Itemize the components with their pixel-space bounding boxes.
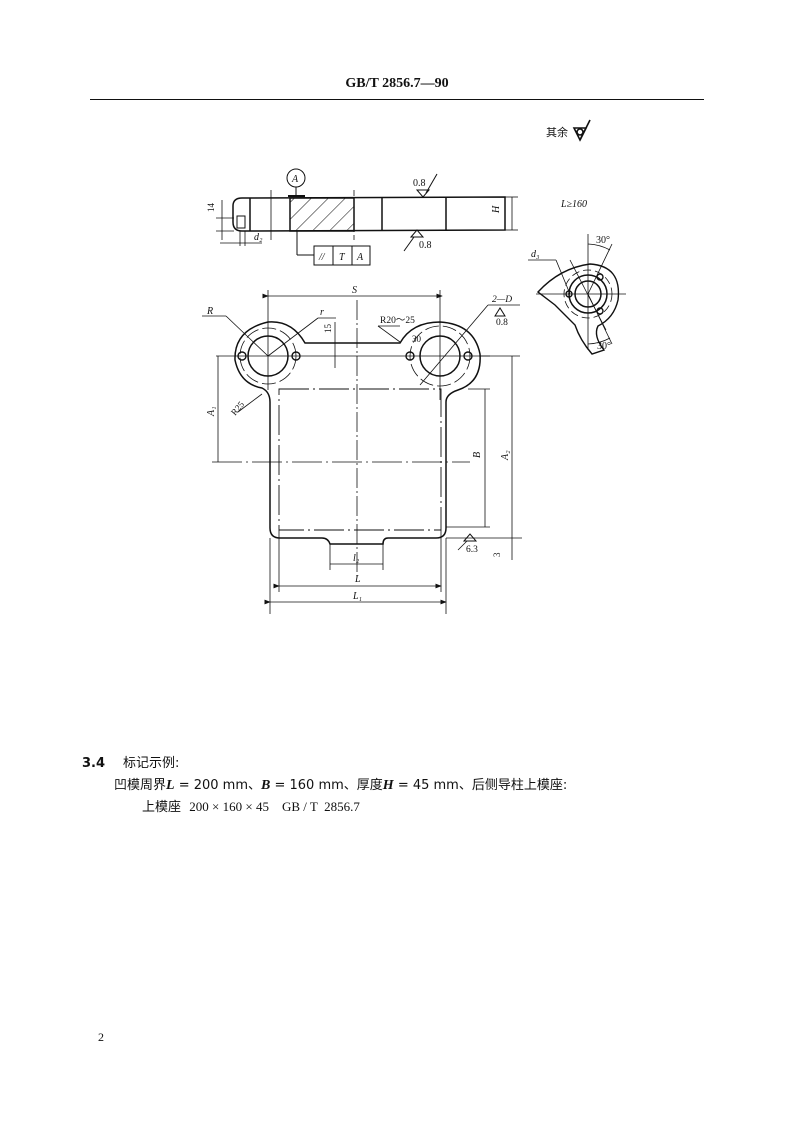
standard-code: GB/T 2856.7—90	[345, 76, 449, 91]
svg-text:30: 30	[412, 334, 422, 344]
svg-text:B: B	[472, 452, 483, 458]
svg-text:R: R	[206, 306, 213, 317]
header-rule	[90, 99, 704, 100]
svg-text:2—D: 2—D	[492, 295, 512, 305]
svg-text:15: 15	[323, 324, 333, 334]
roughness-symbol-icon	[572, 119, 591, 142]
marking-spec: 200 × 160 × 45 GB / T 2856.7	[189, 799, 360, 814]
svg-text:A: A	[291, 174, 299, 185]
page-number: 2	[98, 1030, 104, 1044]
svg-text:r: r	[320, 307, 324, 318]
svg-text:T: T	[339, 252, 346, 263]
plan-view	[202, 290, 522, 614]
page-header: GB/T 2856.7—90	[0, 76, 794, 92]
section-title: 标记示例:	[123, 756, 180, 771]
svg-text:A₁: A₁	[206, 406, 217, 417]
marking-name: 上模座	[142, 800, 182, 815]
svg-text:L₁: L₁	[352, 591, 362, 602]
svg-text:6.3: 6.3	[466, 545, 478, 555]
svg-text:L≥160: L≥160	[560, 199, 587, 210]
svg-text:30°: 30°	[597, 341, 611, 352]
section-number: 3.4	[82, 756, 106, 771]
svg-text:R25: R25	[229, 399, 247, 417]
svg-text:L: L	[354, 574, 361, 585]
svg-text:30°: 30°	[596, 235, 610, 246]
roughness-note-label: 其余	[546, 125, 568, 139]
svg-text:l₂: l₂	[353, 553, 360, 564]
svg-text:0.8: 0.8	[419, 240, 432, 251]
side-view-labels: A 14 d₂ H 0.8 0.8 // T A	[206, 174, 502, 263]
roughness-note: 其余	[546, 119, 591, 142]
svg-text:A: A	[356, 252, 364, 263]
section-heading: 3.4 标记示例:	[82, 752, 179, 771]
svg-text:0.8: 0.8	[496, 318, 508, 328]
svg-text:0.8: 0.8	[413, 178, 426, 189]
svg-text:A₂: A₂	[500, 450, 511, 461]
svg-text:14: 14	[206, 203, 216, 213]
side-view	[216, 168, 518, 266]
svg-text://: //	[318, 252, 326, 263]
detail-view	[528, 234, 626, 355]
marking-example: 上模座 200 × 160 × 45 GB / T 2856.7	[142, 796, 360, 815]
svg-text:H: H	[491, 205, 502, 214]
detail-view-labels: L≥160 d₃ 30° 30°	[531, 199, 611, 352]
svg-text:S: S	[352, 285, 357, 296]
svg-text:d₃: d₃	[531, 249, 540, 260]
example-description: 凹模周界L = 200 mm、B = 160 mm、厚度H = 45 mm、后侧…	[114, 778, 568, 793]
svg-text:d₂: d₂	[254, 232, 263, 243]
plan-view-labels: S R r 15 R20～25 30 2—D 0.8 R25 A₁ A₂ B 6…	[206, 285, 512, 602]
svg-text:3: 3	[492, 552, 502, 557]
svg-text:R20～25: R20～25	[380, 316, 415, 326]
technical-drawing: 其余 A	[202, 119, 626, 614]
